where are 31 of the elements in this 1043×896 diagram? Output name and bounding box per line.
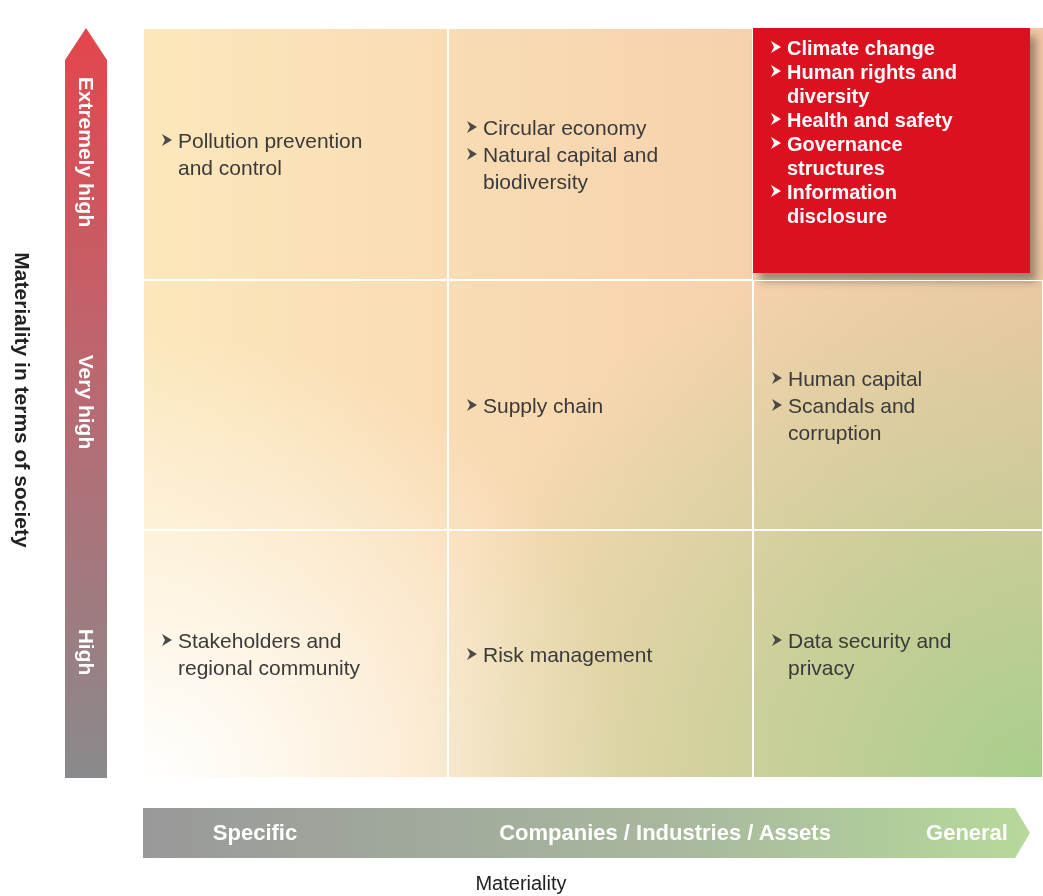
list-item-text: Health and safety bbox=[787, 108, 953, 132]
matrix-cell bbox=[143, 530, 448, 778]
axis-level-label: Very high bbox=[74, 354, 98, 450]
axis-level-label: Extremely high bbox=[74, 76, 98, 228]
matrix-cell bbox=[448, 530, 753, 778]
list-item-text: Pollution prevention and control bbox=[178, 128, 364, 181]
matrix-cell bbox=[753, 280, 1043, 530]
matrix-cell bbox=[143, 28, 448, 280]
matrix-cell bbox=[753, 530, 1043, 778]
matrix-cell bbox=[448, 280, 753, 530]
axis-level-label: Companies / Industries / Assets bbox=[499, 820, 831, 846]
axis-level-label: General bbox=[926, 820, 1008, 846]
list-item-text: Human capital bbox=[788, 365, 923, 392]
list-item-text: Climate change bbox=[787, 36, 935, 60]
list-item-text: Stakeholders and regional community bbox=[178, 628, 362, 681]
list-item-text: Risk management bbox=[483, 641, 653, 668]
axis-level-label: Specific bbox=[212, 820, 298, 846]
list-item-text: Human rights and diversity bbox=[787, 60, 958, 108]
axis-title: Materiality bbox=[475, 871, 567, 895]
list-item-text: Information disclosure bbox=[787, 180, 898, 228]
matrix-cell bbox=[448, 28, 753, 280]
list-item-text: Scandals and corruption bbox=[788, 392, 917, 446]
list-item-text: Circular economy bbox=[483, 114, 647, 141]
list-item-text: Data security and privacy bbox=[788, 628, 953, 681]
list-item-text: Governance structures bbox=[787, 132, 904, 180]
list-item-text: Natural capital and biodiversity bbox=[483, 141, 660, 195]
axis-level-label: High bbox=[74, 628, 98, 676]
list-item-text: Supply chain bbox=[483, 392, 604, 419]
highlight-cell bbox=[753, 28, 1030, 273]
axis-title: Materiality in terms of society bbox=[10, 252, 34, 548]
matrix-cell bbox=[143, 280, 448, 530]
